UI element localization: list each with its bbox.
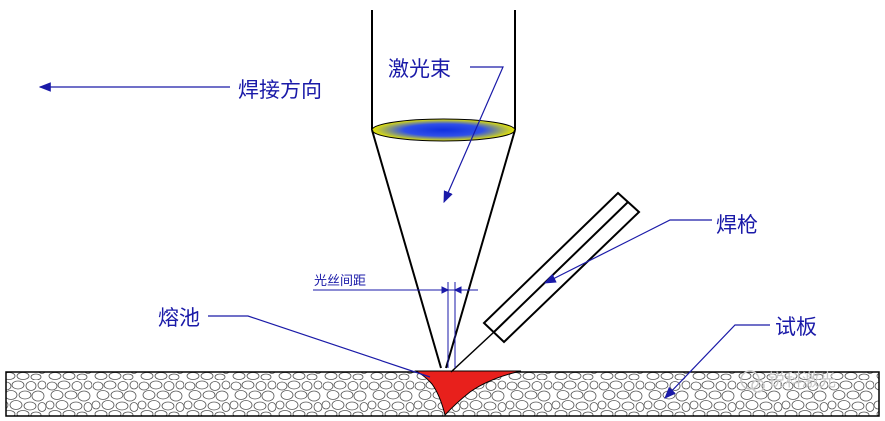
focusing-lens xyxy=(371,118,516,142)
laser-beam-leader xyxy=(443,66,504,204)
welding-torch-label: 焊枪 xyxy=(716,213,758,237)
watermark: 锐科激光 xyxy=(740,370,836,393)
watermark-text: 锐科激光 xyxy=(768,371,836,391)
torch-leader xyxy=(543,219,712,284)
pool-leader xyxy=(208,315,431,378)
laser-tube xyxy=(371,10,516,130)
leader-lines xyxy=(38,66,770,399)
wire-gap-dimension xyxy=(313,282,478,368)
test-plate-label: 试板 xyxy=(775,315,817,339)
welding-torch xyxy=(450,191,641,373)
wire-gap-label: 光丝间距 xyxy=(314,274,366,289)
molten-pool xyxy=(414,370,522,417)
molten-pool-label: 熔池 xyxy=(158,306,200,330)
laser-beam-label: 激光束 xyxy=(388,57,451,81)
plate-leader xyxy=(664,324,770,399)
welding-direction-label: 焊接方向 xyxy=(238,78,322,102)
laser-beam-cone xyxy=(371,129,516,369)
